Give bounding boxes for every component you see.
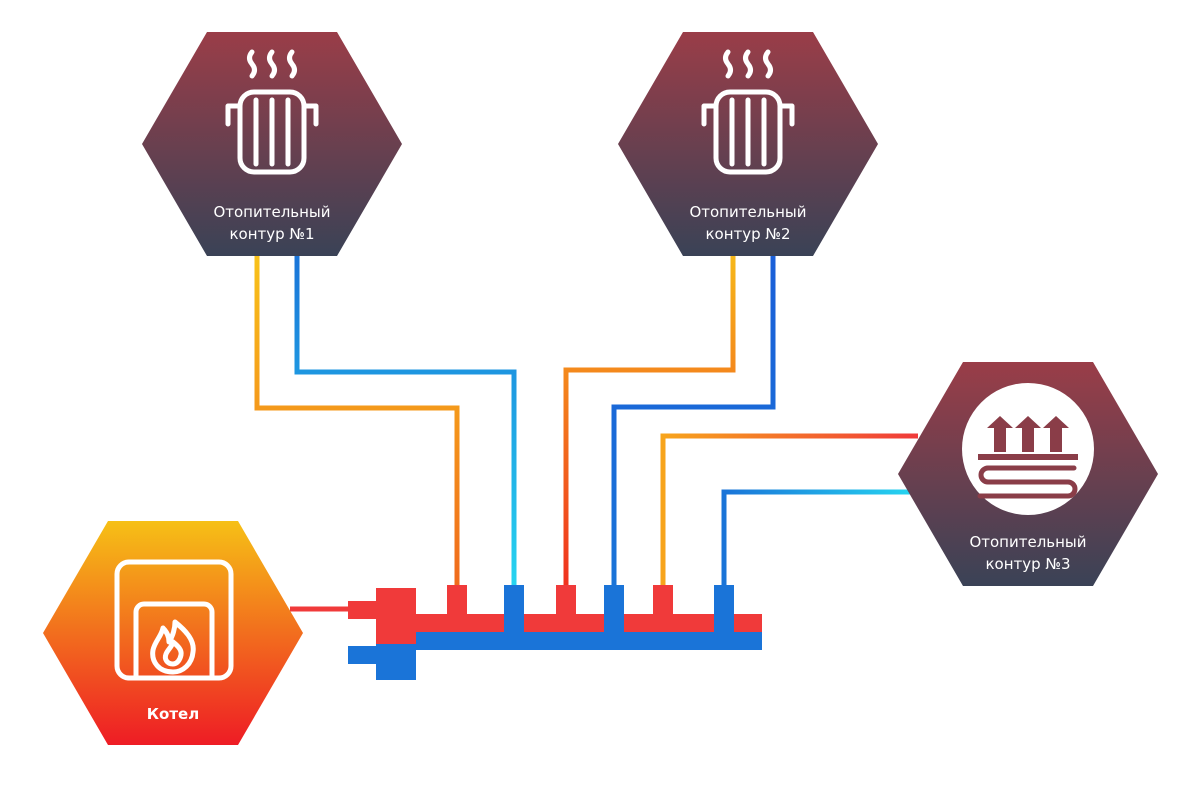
hot-header-bar <box>376 614 762 632</box>
tap-hot-3 <box>653 585 673 615</box>
boiler-label: Котел <box>147 705 199 723</box>
circuit2-label-line2: контур №2 <box>705 225 790 243</box>
circuit2-supply-pipe <box>563 255 736 585</box>
circuit3-node[interactable]: Отопительный контур №3 <box>898 362 1158 586</box>
circuit3-supply-pipe <box>660 433 918 585</box>
hot-inlet-coupling <box>348 601 378 619</box>
circuit3-return-pipe <box>721 489 912 585</box>
hot-inlet-body <box>376 588 416 644</box>
tap-cold-2 <box>604 585 624 633</box>
tap-cold-3 <box>714 585 734 633</box>
boiler-node[interactable]: Котел <box>43 521 303 745</box>
circuit1-label-line1: Отопительный <box>213 203 330 221</box>
circuit1-node[interactable]: Отопительный контур №1 <box>142 32 402 256</box>
circuit1-return-pipe <box>294 255 517 585</box>
circuit2-node[interactable]: Отопительный контур №2 <box>618 32 878 256</box>
circuit3-label-line1: Отопительный <box>969 533 1086 551</box>
tap-hot-2 <box>556 585 576 615</box>
circuit3-label-line2: контур №3 <box>985 555 1070 573</box>
tap-hot-1 <box>447 585 467 615</box>
radiator-icon <box>225 49 319 175</box>
circuit1-label-line2: контур №1 <box>229 225 314 243</box>
circuit2-label-line1: Отопительный <box>689 203 806 221</box>
radiator-icon <box>701 49 795 175</box>
cold-inlet-body <box>376 644 416 680</box>
manifold <box>348 585 762 680</box>
tap-cold-1 <box>504 585 524 633</box>
underfloor-heating-icon <box>962 383 1094 515</box>
pipes <box>254 255 918 657</box>
cold-header-bar <box>376 632 762 650</box>
circuit1-supply-pipe <box>254 255 460 585</box>
boiler-icon <box>114 559 234 681</box>
cold-inlet-coupling <box>348 646 378 664</box>
circuit2-return-pipe <box>611 255 776 585</box>
